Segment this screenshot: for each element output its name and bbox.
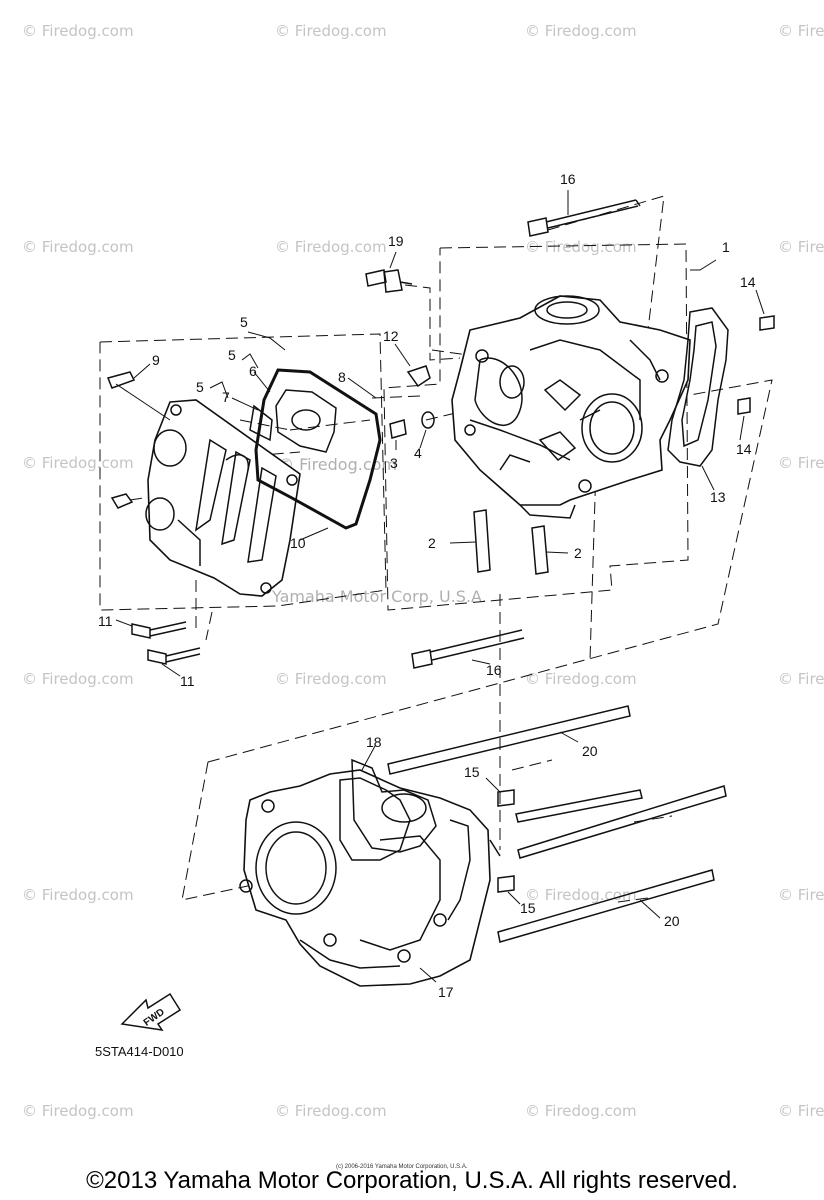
callout-labels: 1 16 19 14 12 5 5 5 6 7 8 9 3 4 14 13 10… — [98, 171, 756, 1000]
fwd-arrow-icon: FWD — [120, 992, 182, 1031]
watermark: © Firedog.com — [778, 670, 824, 688]
bolt-3 — [389, 419, 407, 439]
fwd-label: FWD — [142, 1007, 167, 1029]
center-watermark-owner: Yamaha Motor Corp, U.S.A. — [271, 587, 487, 606]
callout-16: 16 — [560, 171, 576, 187]
callout-16: 16 — [486, 662, 502, 678]
tiny-copyright-notice: (c) 2006-2016 Yamaha Motor Corporation, … — [336, 1164, 468, 1170]
callout-19: 19 — [388, 233, 404, 249]
bolt-16-upper — [527, 199, 641, 237]
watermark: © Firedog.com — [778, 886, 824, 904]
callout-9: 9 — [152, 352, 160, 368]
watermark: © Firedog.com — [525, 22, 637, 40]
callout-11: 11 — [180, 673, 195, 689]
watermark: © Firedog.com — [778, 22, 824, 40]
callout-6: 6 — [249, 363, 257, 379]
watermark: © Firedog.com — [22, 454, 134, 472]
studs-2 — [473, 509, 549, 575]
watermark: © Firedog.com — [525, 238, 637, 256]
watermark: © Firedog.com — [778, 238, 824, 256]
cylinder-block — [239, 769, 501, 987]
dowel-14a — [759, 315, 775, 331]
callout-5: 5 — [228, 347, 236, 363]
callout-2: 2 — [574, 545, 582, 561]
diagram-code: 5STA414-D010 — [95, 1044, 184, 1059]
watermark: © Firedog.com — [525, 670, 637, 688]
callout-11: 11 — [98, 613, 113, 629]
bracket — [106, 371, 136, 389]
center-watermark-site: © Firedog.com — [278, 455, 397, 474]
head-cover — [145, 399, 301, 597]
spark-plug — [365, 269, 413, 293]
callout-5: 5 — [196, 379, 204, 395]
studs-20 — [387, 705, 727, 943]
callout-20: 20 — [664, 913, 680, 929]
callout-18: 18 — [366, 734, 382, 750]
watermark: © Firedog.com — [22, 238, 134, 256]
watermark: © Firedog.com — [778, 454, 824, 472]
watermark: © Firedog.com — [525, 1102, 637, 1120]
callout-12: 12 — [383, 328, 399, 344]
cover-plates — [249, 389, 337, 453]
watermark: © Firedog.com — [22, 886, 134, 904]
cover-gasket — [254, 368, 382, 530]
callout-3: 3 — [390, 455, 398, 471]
watermark: © Firedog.com — [778, 1102, 824, 1120]
cap-12 — [406, 365, 431, 388]
dowel-15b — [497, 875, 515, 893]
callout-13: 13 — [710, 489, 726, 505]
watermark: © Firedog.com — [275, 670, 387, 688]
callout-7: 7 — [222, 389, 230, 405]
watermark-grid: © Firedog.com © Firedog.com © Firedog.co… — [22, 22, 824, 1120]
callout-15: 15 — [520, 900, 536, 916]
watermark: © Firedog.com — [275, 238, 387, 256]
callout-17: 17 — [438, 984, 454, 1000]
leader-lines — [115, 190, 765, 983]
callout-14: 14 — [736, 441, 752, 457]
bolt-16-lower — [411, 629, 525, 669]
dowel-15a — [497, 789, 515, 807]
washer-4 — [421, 411, 435, 429]
callout-20: 20 — [582, 743, 598, 759]
watermark: © Firedog.com — [275, 22, 387, 40]
watermark: © Firedog.com — [22, 670, 134, 688]
fitting — [110, 493, 134, 509]
callout-8: 8 — [338, 369, 346, 385]
watermark: © Firedog.com — [275, 1102, 387, 1120]
callout-2: 2 — [428, 535, 436, 551]
cylinder-head — [451, 295, 691, 519]
watermark: © Firedog.com — [22, 22, 134, 40]
head-gasket — [667, 307, 729, 467]
bolts-11 — [131, 621, 201, 665]
callout-4: 4 — [414, 445, 422, 461]
watermark: © Firedog.com — [22, 1102, 134, 1120]
callout-14: 14 — [740, 274, 756, 290]
callout-1: 1 — [722, 239, 730, 255]
callout-10: 10 — [290, 535, 306, 551]
callout-15: 15 — [464, 764, 480, 780]
base-gasket — [351, 758, 437, 853]
callout-5: 5 — [240, 314, 248, 330]
dowel-14b — [737, 397, 751, 415]
copyright-footer: ©2013 Yamaha Motor Corporation, U.S.A. A… — [86, 1167, 738, 1194]
